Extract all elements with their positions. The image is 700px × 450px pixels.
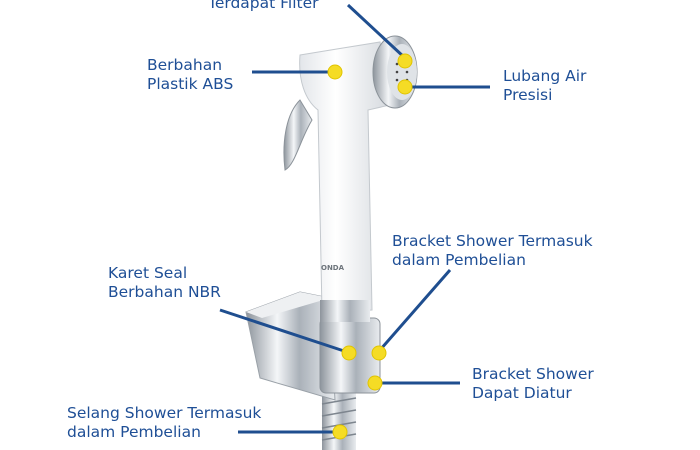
marker-dot-seal	[341, 345, 357, 361]
callout-text: Lubang Air	[503, 67, 587, 85]
callout-text: Selang Shower Termasuk	[67, 404, 262, 422]
callout-text: Bracket Shower	[472, 365, 594, 383]
callout-bracket-included: Bracket Shower Termasuk dalam Pembelian	[392, 232, 593, 270]
callout-text: Berbahan NBR	[108, 283, 221, 301]
leader-line-bracket-included	[378, 269, 452, 351]
callout-text: Plastik ABS	[147, 75, 234, 93]
marker-dot-filter	[397, 53, 413, 69]
callout-filter: Terdapat Filter	[208, 0, 319, 13]
leader-line-filter	[346, 3, 407, 60]
callout-text: dalam Pembelian	[67, 423, 201, 441]
callout-text: dalam Pembelian	[392, 251, 526, 269]
marker-dot-bracket-included	[371, 345, 387, 361]
callout-hose: Selang Shower Termasuk dalam Pembelian	[67, 404, 261, 442]
leader-lines	[219, 3, 490, 434]
marker-dot-material	[327, 64, 343, 80]
callout-text: Berbahan	[147, 56, 223, 74]
callout-material: Berbahan Plastik ABS	[147, 56, 233, 94]
callout-text: Terdapat Filter	[208, 0, 319, 12]
callout-text: Presisi	[503, 86, 553, 104]
callout-text: Karet Seal	[108, 264, 188, 282]
callout-text: Dapat Diatur	[472, 384, 572, 402]
brand-mark: ONDA	[321, 264, 345, 272]
leader-line-seal	[219, 308, 348, 354]
trigger-lever	[283, 99, 313, 171]
callout-nozzle: Lubang Air Presisi	[503, 67, 586, 105]
callout-seal: Karet Seal Berbahan NBR	[108, 264, 221, 302]
marker-dot-hose	[332, 424, 348, 440]
callout-text: Bracket Shower Termasuk	[392, 232, 593, 250]
handle: ONDA	[299, 35, 418, 322]
marker-dot-nozzle	[397, 79, 413, 95]
marker-dot-bracket-adjustable	[367, 375, 383, 391]
callout-bracket-adjustable: Bracket Shower Dapat Diatur	[472, 365, 594, 403]
